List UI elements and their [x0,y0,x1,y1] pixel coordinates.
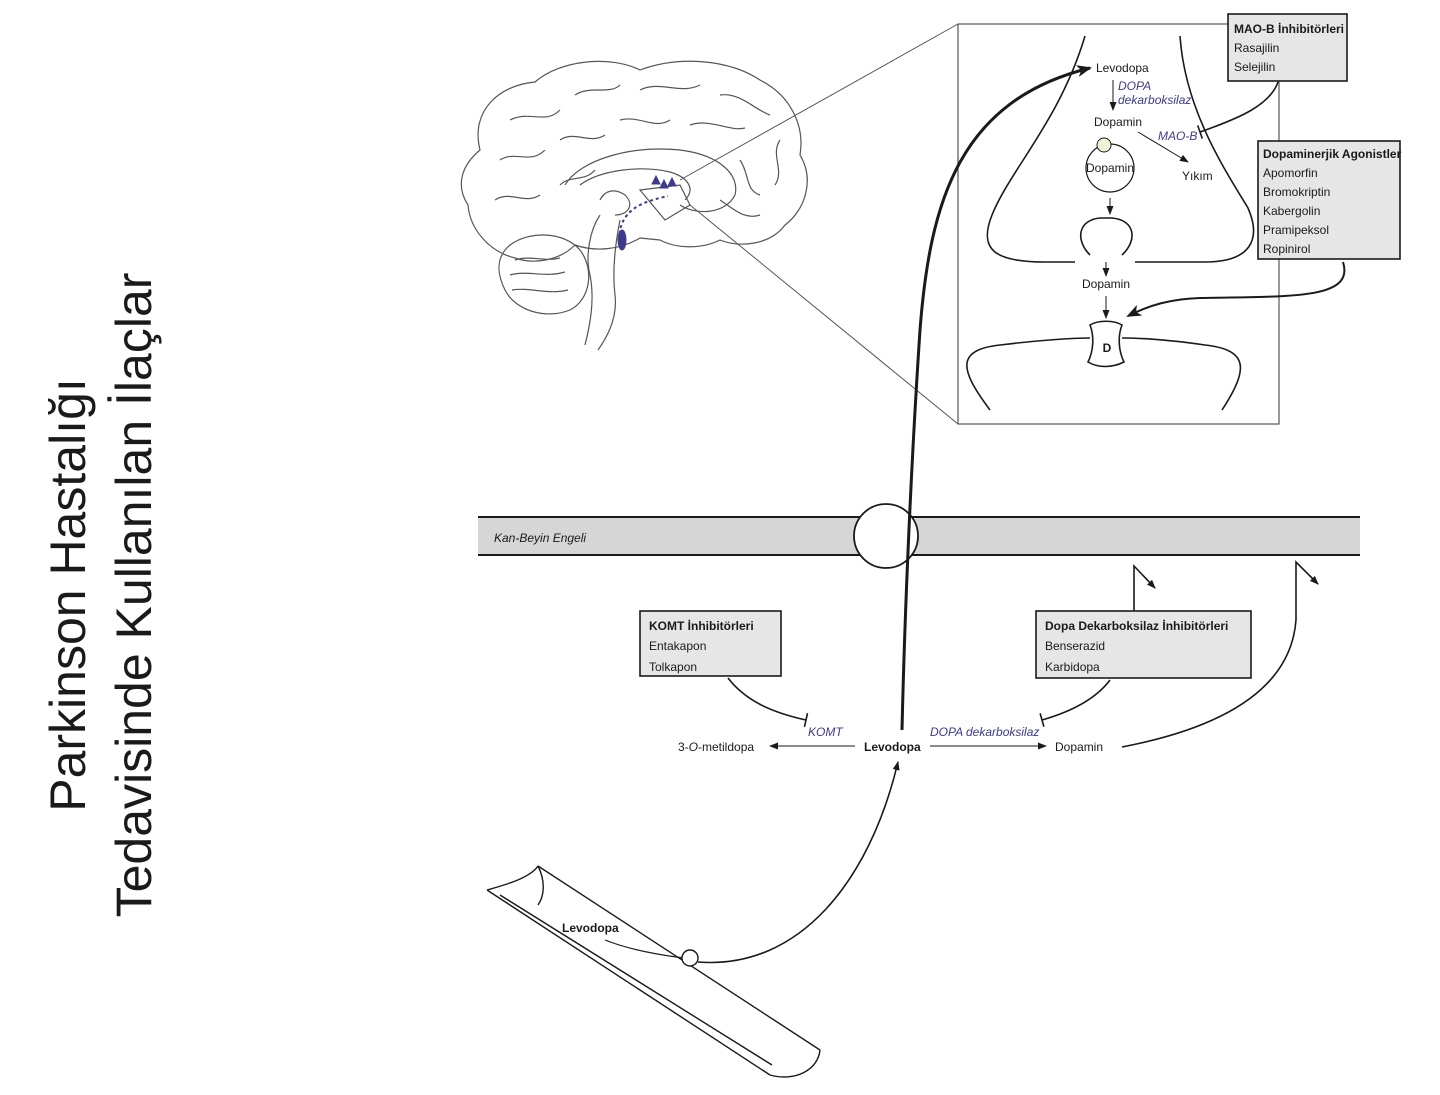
metabolite-label: 3-O-metildopa [678,740,754,754]
agonists-box-title: Dopaminerjik Agonistler [1263,147,1402,161]
komt-box-title: KOMT İnhibitörleri [649,618,754,633]
ddc-item-1: Benserazid [1045,639,1105,653]
brain-highlight [617,174,677,251]
ddc-inhibition-line [1039,679,1111,727]
gut-transporter [681,949,699,967]
synapse-enzyme-ddc-1: DOPA [1118,79,1151,93]
agonist-item-3: Kabergolin [1263,204,1320,218]
maob-inhibition-line [1196,81,1279,139]
maob-box-title: MAO-B İnhibitörleri [1234,21,1344,36]
ddc-item-2: Karbidopa [1045,660,1100,674]
ddc-inhibitors-box: Dopa Dekarboksilaz İnhibitörleri Bensera… [1035,610,1252,679]
maob-inhibitors-box: MAO-B İnhibitörleri Rasajilin Selejilin [1227,13,1348,82]
ddc-box-title: Dopa Dekarboksilaz İnhibitörleri [1045,618,1228,633]
maob-item-2: Selejilin [1234,60,1275,74]
barrier-label: Kan-Beyin Engeli [494,531,586,545]
komt-item-1: Entakapon [649,639,706,653]
brain-illustration [460,60,808,351]
komt-inhibitors-box: KOMT İnhibitörleri Entakapon Tolkapon [639,610,782,677]
vesicle-transporter [1096,137,1112,153]
peripheral-dopamine: Dopamin [1055,740,1103,754]
agonist-item-2: Bromokriptin [1263,185,1330,199]
agonist-item-5: Ropinirol [1263,242,1310,256]
ddc-enzyme-label: DOPA dekarboksilaz [930,725,1039,739]
peripheral-dopamine-path-2 [1121,560,1319,748]
synapse-breakdown: Yıkım [1182,169,1213,183]
vesicle-label: Dopamin [1086,161,1134,175]
agonist-item-4: Pramipeksol [1263,223,1329,237]
gut-levodopa-label: Levodopa [562,921,619,935]
synapse-dopamine-released: Dopamin [1082,277,1130,291]
synapse-dopamine: Dopamin [1094,115,1142,129]
presynaptic-neuron [986,35,1255,263]
agonists-box: Dopaminerjik Agonistler Apomorfin Bromok… [1257,140,1402,260]
barrier-transporter [853,503,919,569]
postsynaptic-neuron [966,337,1242,411]
synapse-enzyme-ddc-2: dekarboksilaz [1118,93,1191,107]
absorption-arrow [697,761,900,964]
peripheral-dopamine-path-1 [1133,564,1156,612]
komt-inhibition-line [727,677,809,728]
synapse-enzyme-maob: MAO-B [1158,129,1197,143]
receptor-label: D [1103,341,1112,355]
agonist-action-arrow [1126,261,1346,317]
intestine [486,865,821,1078]
agonist-item-1: Apomorfin [1263,166,1318,180]
dopamine-receptor [1086,320,1126,368]
gut-absorption-line [604,939,685,959]
levodopa-transport-arrow [900,65,1092,731]
peripheral-levodopa: Levodopa [864,740,921,754]
maob-item-1: Rasajilin [1234,41,1279,55]
synapse-levodopa: Levodopa [1096,61,1149,75]
blood-brain-barrier: Kan-Beyin Engeli [478,516,1360,556]
komt-item-2: Tolkapon [649,660,697,674]
komt-enzyme-label: KOMT [808,725,844,739]
